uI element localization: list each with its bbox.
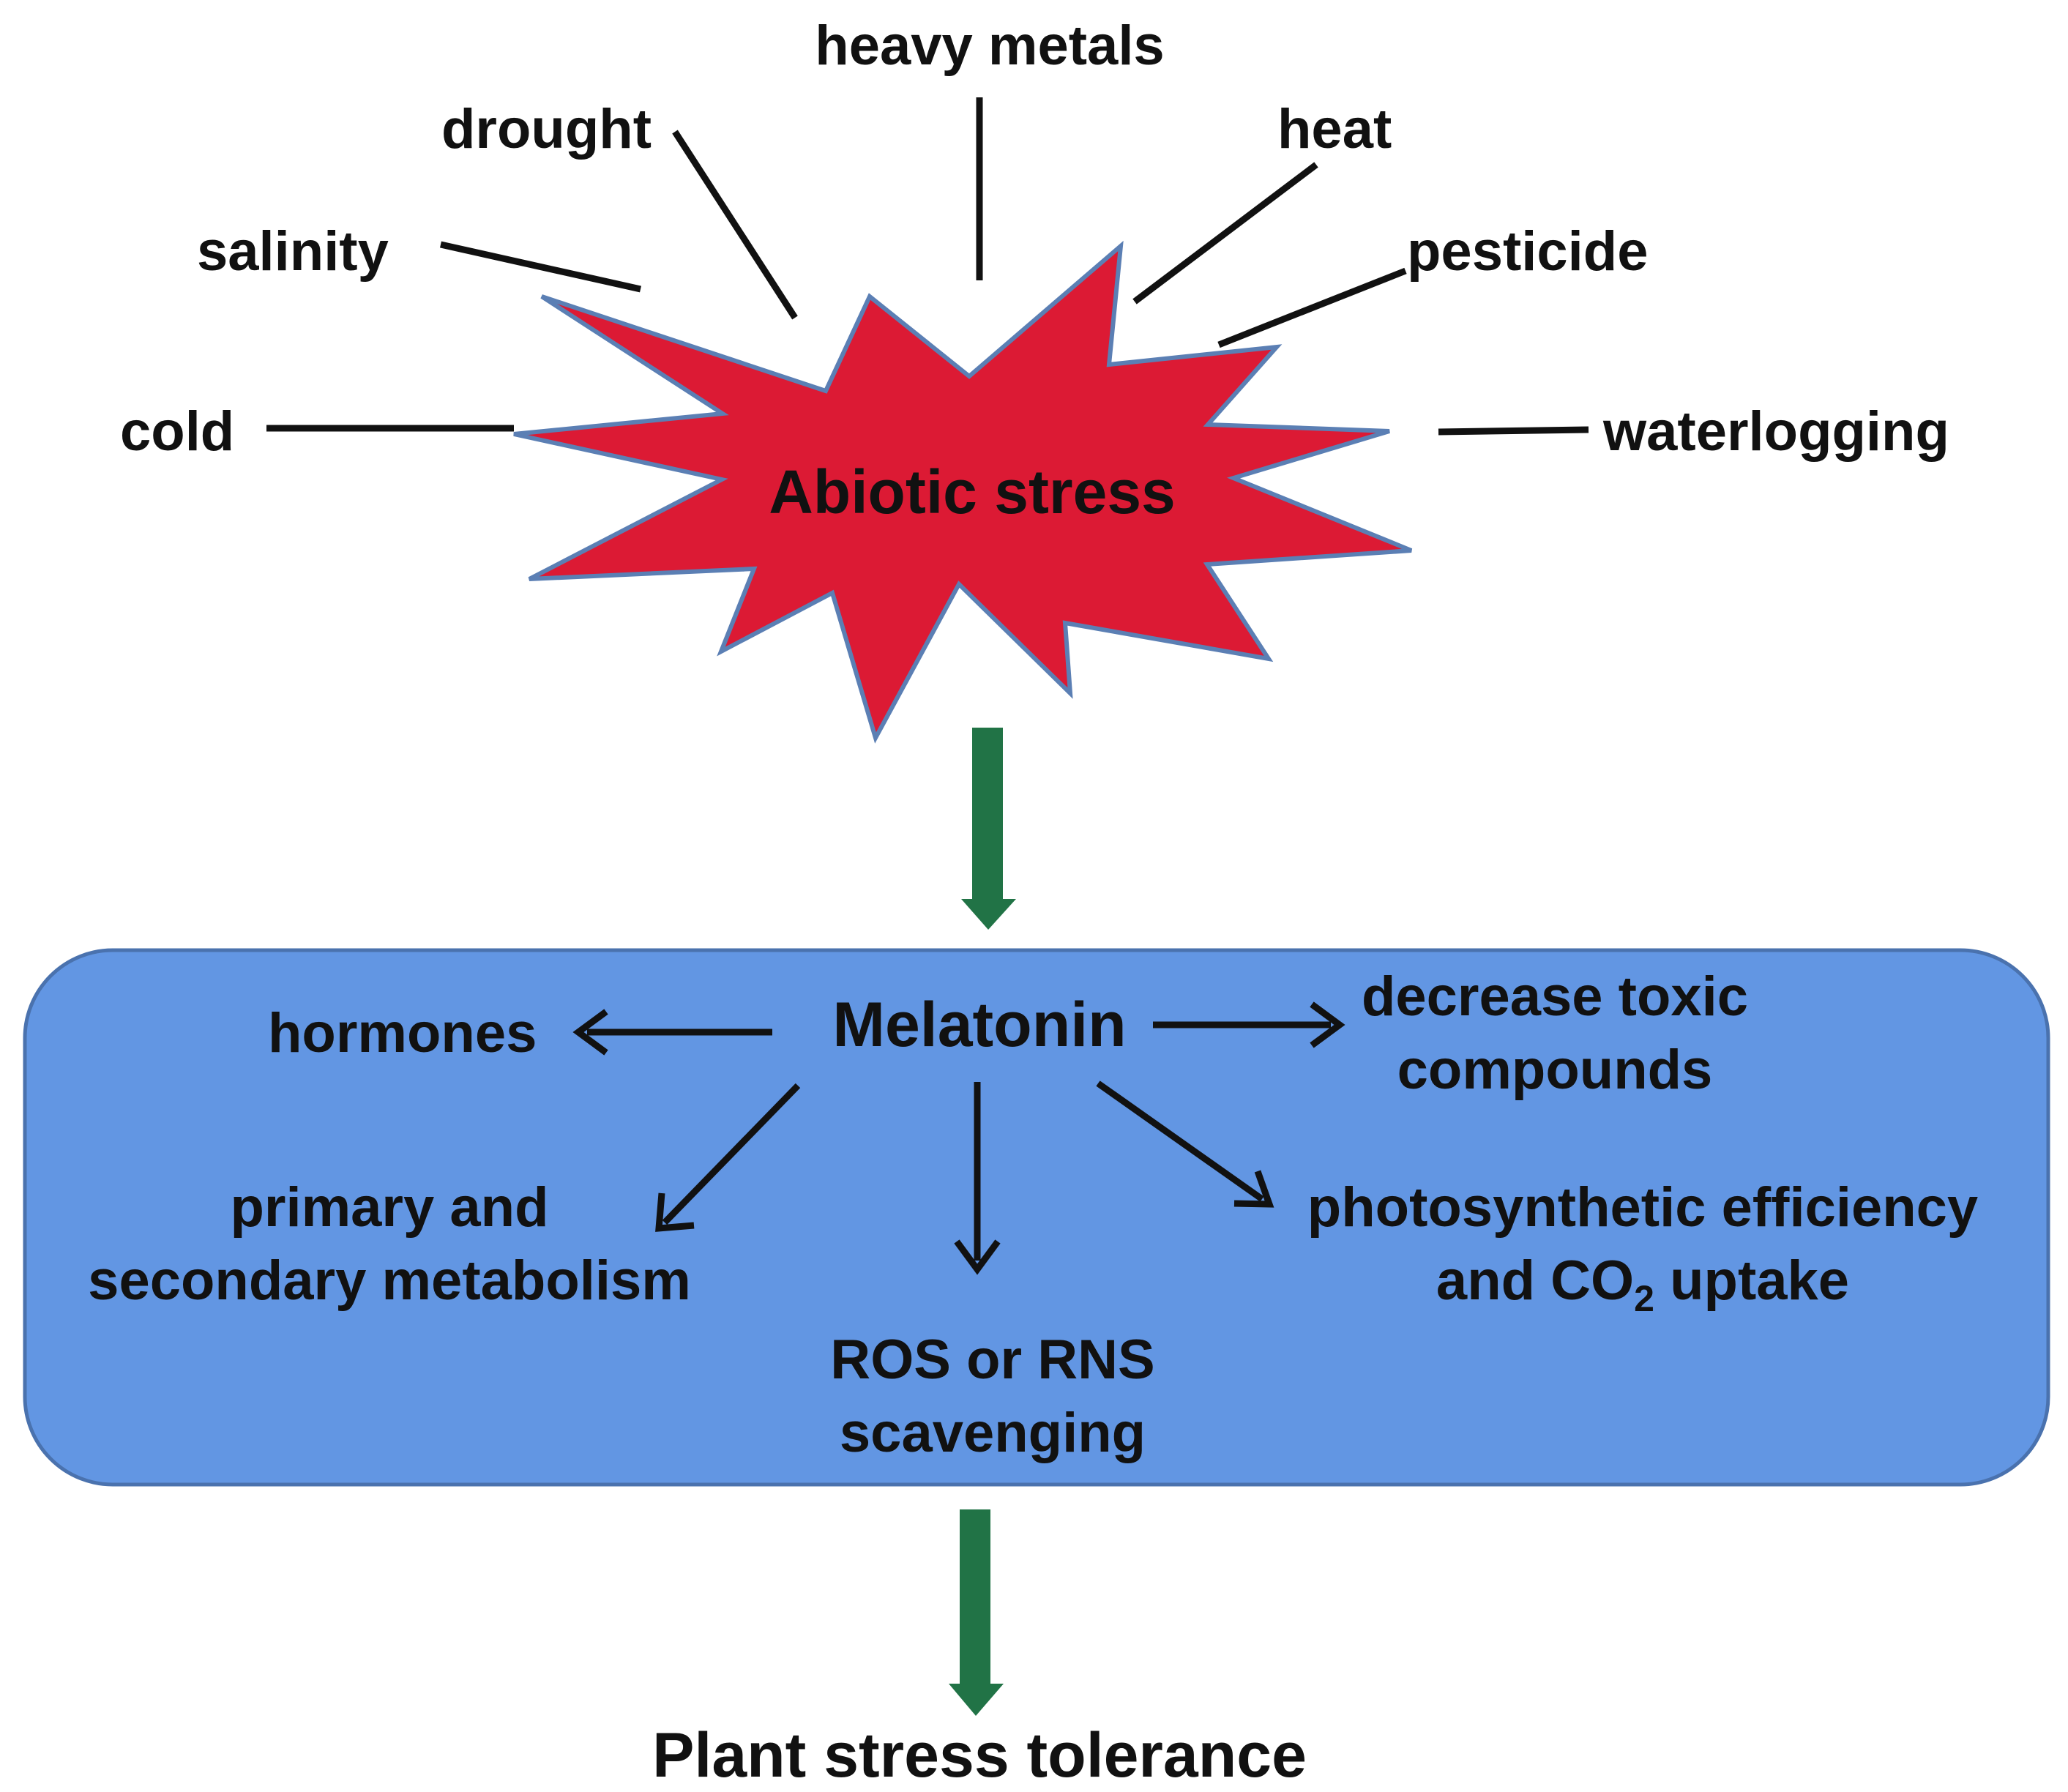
decrease-toxic-line1: decrease toxic <box>1361 966 1749 1028</box>
plant-stress-tolerance-label: Plant stress tolerance <box>652 1720 1307 1791</box>
co2-subscript: 2 <box>1634 1278 1654 1319</box>
drought-connector <box>672 130 798 320</box>
photosynthetic-line2-prefix: and CO <box>1436 1250 1635 1312</box>
salinity-connector <box>440 241 641 293</box>
photosynthetic-line2-suffix: uptake <box>1654 1250 1850 1312</box>
arrow-to-photosynthetic <box>1096 1080 1274 1208</box>
arrow-to-ros-scavenging <box>954 1082 1001 1275</box>
arrow-to-hormones <box>572 1009 772 1056</box>
stressor-pesticide: pesticide <box>1407 220 1649 283</box>
pesticide-connector <box>1217 267 1407 348</box>
photosynthetic-label: photosynthetic efficiency and CO2 uptake <box>1307 1171 1978 1318</box>
decrease-toxic-line2: compounds <box>1397 1039 1713 1101</box>
arrow-to-metabolism <box>655 1083 801 1232</box>
big-arrow-melatonin-to-tolerance <box>949 1509 1004 1716</box>
stressor-waterlogging: waterlogging <box>1603 400 1949 463</box>
stressor-drought: drought <box>441 98 652 160</box>
melatonin-title: Melatonin <box>832 990 1127 1060</box>
waterlogging-connector <box>1438 426 1589 436</box>
stressor-heavy-metals: heavy metals <box>815 15 1165 77</box>
photosynthetic-line2: and CO2 uptake <box>1307 1244 1978 1318</box>
decrease-toxic-label: decrease toxic compounds <box>1362 960 1748 1107</box>
abiotic-stress-label: Abiotic stress <box>769 458 1176 526</box>
big-arrow-stress-to-melatonin <box>961 728 1016 930</box>
stressor-heat: heat <box>1277 98 1392 160</box>
arrow-to-decrease-toxic <box>1153 1001 1345 1048</box>
stressor-cold: cold <box>120 400 235 463</box>
heat-connector <box>1132 162 1318 305</box>
hormones-label: hormones <box>268 1002 537 1064</box>
ros-label: ROS or RNS scavenging <box>830 1324 1154 1470</box>
metabolism-line2: secondary metabolism <box>88 1250 691 1312</box>
abiotic-stress-burst <box>513 240 1413 744</box>
ros-line2: scavenging <box>839 1402 1146 1464</box>
metabolism-line1: primary and <box>230 1176 549 1239</box>
melatonin-box <box>23 948 2050 1487</box>
ros-line1: ROS or RNS <box>830 1329 1155 1391</box>
photosynthetic-line1: photosynthetic efficiency <box>1307 1176 1979 1239</box>
metabolism-label: primary and secondary metabolism <box>88 1171 691 1318</box>
stressor-salinity: salinity <box>197 220 389 283</box>
